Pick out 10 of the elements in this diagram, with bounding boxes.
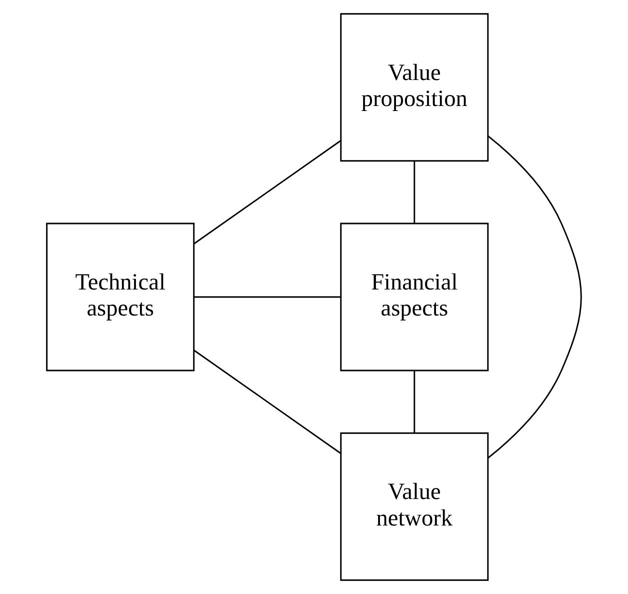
- node-box: Value network: [340, 432, 489, 581]
- connector: [194, 350, 341, 454]
- connector: [414, 161, 416, 223]
- connector: [194, 140, 341, 244]
- connector: [414, 370, 416, 433]
- node-box: Value proposition: [340, 13, 489, 162]
- connector: [194, 296, 341, 298]
- node-box: Technical aspects: [46, 222, 195, 372]
- connector: [488, 135, 582, 459]
- node-box: Financial aspects: [340, 222, 489, 372]
